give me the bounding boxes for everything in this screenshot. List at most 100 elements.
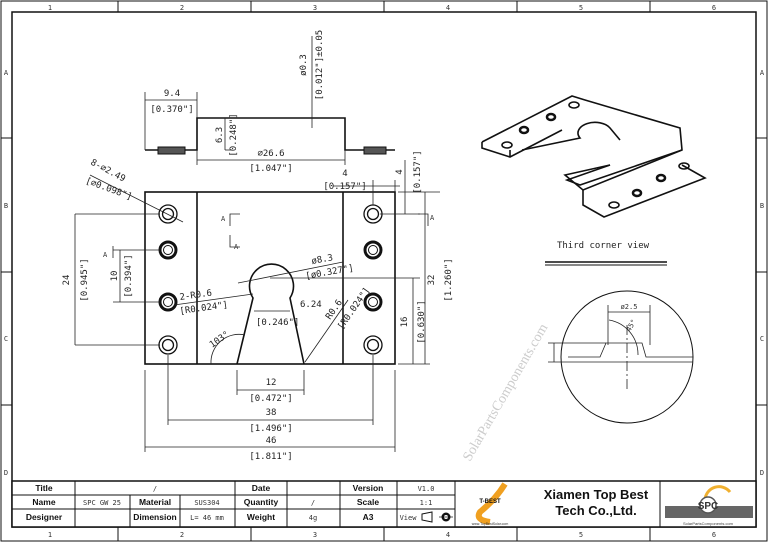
tbest-logo: T-BEST www.TopBestSolar.com bbox=[472, 482, 509, 526]
dim-height-in: [1.260"] bbox=[444, 258, 454, 301]
title-label: Title bbox=[35, 483, 53, 493]
dim-hole-pitch-outer: 24 bbox=[62, 275, 72, 286]
zone-row: A bbox=[4, 69, 9, 77]
dim-corner-radius: 2-R0.6 bbox=[179, 289, 213, 303]
dim-total-width: 46 bbox=[266, 436, 277, 446]
zone-labels: 1 2 3 4 5 6 1 2 3 4 5 6 A B C D A B C D bbox=[4, 4, 765, 539]
svg-text:SolarPartsComponents.com: SolarPartsComponents.com bbox=[683, 521, 734, 526]
zone-col: 5 bbox=[579, 531, 583, 539]
dim-edge-h: 4 bbox=[342, 169, 347, 179]
dim-flange-width-in: [0.370"] bbox=[150, 105, 193, 115]
zone-col: 2 bbox=[180, 531, 184, 539]
dim-height: 32 bbox=[427, 275, 437, 286]
material-value: SUS304 bbox=[194, 499, 219, 507]
dim-slot-width-in: [0.472"] bbox=[249, 394, 292, 404]
zone-row: B bbox=[760, 202, 764, 210]
third-angle-projection-icon bbox=[421, 511, 453, 523]
company-name-line1: Xiamen Top Best bbox=[544, 487, 649, 502]
designer-label: Designer bbox=[26, 512, 63, 522]
dimension-label: Dimension bbox=[133, 512, 176, 522]
dim-hole-span: 38 bbox=[266, 408, 277, 418]
version-label: Version bbox=[353, 483, 384, 493]
zone-col: 1 bbox=[48, 4, 52, 12]
view-label: View bbox=[400, 514, 418, 522]
zone-row: D bbox=[4, 469, 8, 477]
spc-logo: SPC SolarPartsComponents.com bbox=[665, 485, 753, 526]
dim-hole-pitch: 10 bbox=[110, 271, 120, 282]
dim-holes-in: [⌀0.098"] bbox=[84, 176, 133, 202]
svg-text:www.TopBestSolar.com: www.TopBestSolar.com bbox=[472, 522, 509, 526]
watermark: SolarPartsComponents.com bbox=[460, 321, 551, 464]
dim-angle: 103° bbox=[208, 330, 232, 351]
keyhole-slot bbox=[236, 263, 305, 365]
svg-text:SolarPartsComponents.com: SolarPartsComponents.com bbox=[460, 321, 551, 464]
zone-col: 3 bbox=[313, 4, 317, 12]
name-value: SPC GW 25 bbox=[83, 499, 121, 507]
weight-value: 4g bbox=[309, 514, 317, 522]
paper-size: A3 bbox=[363, 512, 374, 522]
front-view: 9.4 [0.370"] 6.3 [0.248"] ⌀26.6 [1.047"]… bbox=[144, 30, 395, 174]
weight-label: Weight bbox=[247, 512, 275, 522]
dim-keyhole-dia: ø8.3 bbox=[311, 253, 334, 267]
quantity-label: Quantity bbox=[244, 497, 279, 507]
dimension-value: L= 46 mm bbox=[190, 514, 224, 522]
zone-col: 6 bbox=[712, 4, 716, 12]
svg-text:SPC: SPC bbox=[698, 501, 719, 512]
dim-edge-v: 4 bbox=[395, 169, 405, 174]
zone-col: 3 bbox=[313, 531, 317, 539]
isometric-view bbox=[481, 95, 707, 218]
dim-neck: 6.24 bbox=[300, 300, 322, 310]
dim-neck-in: [0.246"] bbox=[256, 318, 299, 328]
zone-row: C bbox=[760, 335, 764, 343]
section-label: A bbox=[234, 243, 239, 251]
date-label: Date bbox=[252, 483, 271, 493]
scale-label: Scale bbox=[357, 497, 379, 507]
title-value: / bbox=[153, 485, 157, 493]
detail-view-label: Third corner view bbox=[557, 241, 650, 251]
dim-slot-width: 12 bbox=[266, 378, 277, 388]
dim-height-in: [0.248"] bbox=[229, 113, 239, 156]
dim-height: 6.3 bbox=[215, 127, 225, 143]
zone-row: D bbox=[760, 469, 764, 477]
section-label: A bbox=[103, 251, 108, 259]
zone-row: C bbox=[4, 335, 8, 343]
scale-value: 1:1 bbox=[420, 499, 433, 507]
mounting-holes bbox=[158, 204, 383, 355]
dim-edge-v-in: [0.157"] bbox=[413, 150, 423, 193]
dim-total-width-in: [1.811"] bbox=[249, 452, 292, 462]
zone-col: 4 bbox=[446, 531, 450, 539]
plan-view: 8-⌀2.49 [⌀0.098"] 4 [0.157"] 4 [0.157"] … bbox=[62, 150, 454, 462]
zone-col: 6 bbox=[712, 531, 716, 539]
zone-row: A bbox=[760, 69, 765, 77]
dim-thickness-in: [0.012"]±0.05 bbox=[315, 30, 325, 100]
zone-col: 5 bbox=[579, 4, 583, 12]
dim-hole-pitch-in: [0.394"] bbox=[124, 254, 134, 297]
dim-edge-h-in: [0.157"] bbox=[323, 182, 366, 192]
dim-hole-span-in: [1.496"] bbox=[249, 424, 292, 434]
section-label: A bbox=[430, 214, 435, 222]
version-value: V1.0 bbox=[418, 485, 435, 493]
detail-angle: 45° bbox=[625, 318, 638, 333]
name-label: Name bbox=[32, 497, 55, 507]
material-label: Material bbox=[139, 497, 171, 507]
section-label: A bbox=[221, 215, 226, 223]
zone-col: 1 bbox=[48, 531, 52, 539]
dim-span-in: [1.047"] bbox=[249, 164, 292, 174]
dim-slot-depth: 16 bbox=[400, 317, 410, 328]
dim-thickness: ø0.3 bbox=[299, 54, 309, 76]
quantity-value: / bbox=[311, 499, 315, 507]
zone-col: 2 bbox=[180, 4, 184, 12]
dim-hole-pitch-outer-in: [0.945"] bbox=[80, 258, 90, 301]
dim-flange-width: 9.4 bbox=[164, 89, 180, 99]
dim-slot-depth-in: [0.630"] bbox=[417, 300, 427, 343]
zone-row: B bbox=[4, 202, 8, 210]
dim-span: ⌀26.6 bbox=[257, 149, 284, 159]
detail-hole-dia: ø2.5 bbox=[621, 303, 638, 311]
svg-text:T-BEST: T-BEST bbox=[479, 499, 501, 505]
company-name-line2: Tech Co.,Ltd. bbox=[555, 503, 636, 518]
title-block: Title / Date Version V1.0 Name SPC GW 25… bbox=[11, 480, 757, 528]
dim-corner-radius-in: [R0.024"] bbox=[179, 300, 229, 317]
detail-view: Third corner view ø2.5 45° bbox=[545, 241, 694, 424]
